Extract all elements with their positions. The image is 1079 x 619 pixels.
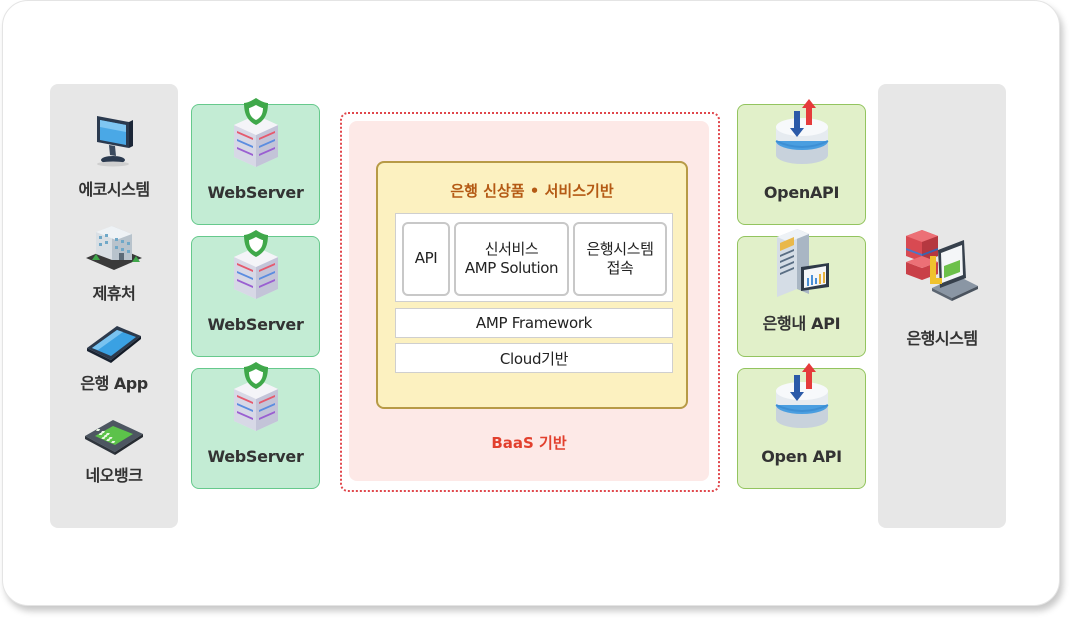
- bank-system-column: [878, 84, 1006, 528]
- api-box: 은행내 API: [737, 229, 866, 357]
- module-line: 접속: [606, 259, 634, 277]
- payment-terminal-icon: [85, 420, 143, 455]
- channel-neobank: 네오뱅크: [50, 412, 178, 486]
- framework-bar: AMP Framework: [395, 308, 673, 338]
- module-new-service: 신서비스 AMP Solution: [454, 222, 569, 296]
- channel-bank-app: 은행 App: [50, 322, 178, 394]
- channel-label: 은행 App: [80, 374, 148, 393]
- baas-label: BaaS 기반: [491, 434, 567, 452]
- secure-server-icon: [233, 362, 278, 431]
- core-service-title: 은행 신상품 • 서비스기반: [450, 182, 614, 200]
- module-bank-connect: 은행시스템 접속: [573, 222, 667, 296]
- channel-label: 제휴처: [92, 284, 136, 303]
- tablet-icon: [87, 326, 141, 363]
- api-cloud-icon: [775, 363, 828, 428]
- module-line: 신서비스: [484, 239, 539, 258]
- api-label: Open API: [761, 447, 842, 466]
- module-line: AMP Solution: [464, 259, 559, 277]
- webserver-label: WebServer: [207, 447, 304, 466]
- secure-server-icon: [233, 98, 278, 167]
- channel-ecosystem: 에코시스템: [50, 112, 178, 200]
- webserver-box: WebServer: [191, 362, 320, 489]
- module-line: 은행시스템: [586, 239, 654, 258]
- api-label: OpenAPI: [763, 183, 840, 202]
- server-dashboard-icon: [776, 229, 829, 297]
- module-line: API: [414, 249, 438, 268]
- cloud-label: Cloud기반: [499, 349, 569, 368]
- secure-server-icon: [233, 230, 278, 299]
- webserver-label: WebServer: [207, 315, 304, 334]
- webserver-box: WebServer: [191, 98, 320, 225]
- api-cloud-icon: [775, 99, 828, 164]
- webserver-box: WebServer: [191, 230, 320, 357]
- baas-boundary: [340, 112, 720, 492]
- channel-label: 에코시스템: [78, 180, 150, 199]
- webserver-label: WebServer: [207, 183, 304, 202]
- bank-system-label: 은행시스템: [906, 329, 978, 348]
- building-icon: [86, 226, 142, 270]
- bank-system-icon: [906, 230, 978, 301]
- cloud-bar: Cloud기반: [395, 343, 673, 373]
- framework-label: AMP Framework: [475, 314, 593, 332]
- channel-partner: 제휴처: [50, 220, 178, 304]
- api-label: 은행내 API: [762, 314, 841, 333]
- api-box: Open API: [737, 363, 866, 489]
- api-box: OpenAPI: [737, 99, 866, 225]
- channel-label: 네오뱅크: [85, 466, 143, 485]
- module-api: API: [402, 222, 450, 296]
- monitor-icon: [97, 116, 133, 167]
